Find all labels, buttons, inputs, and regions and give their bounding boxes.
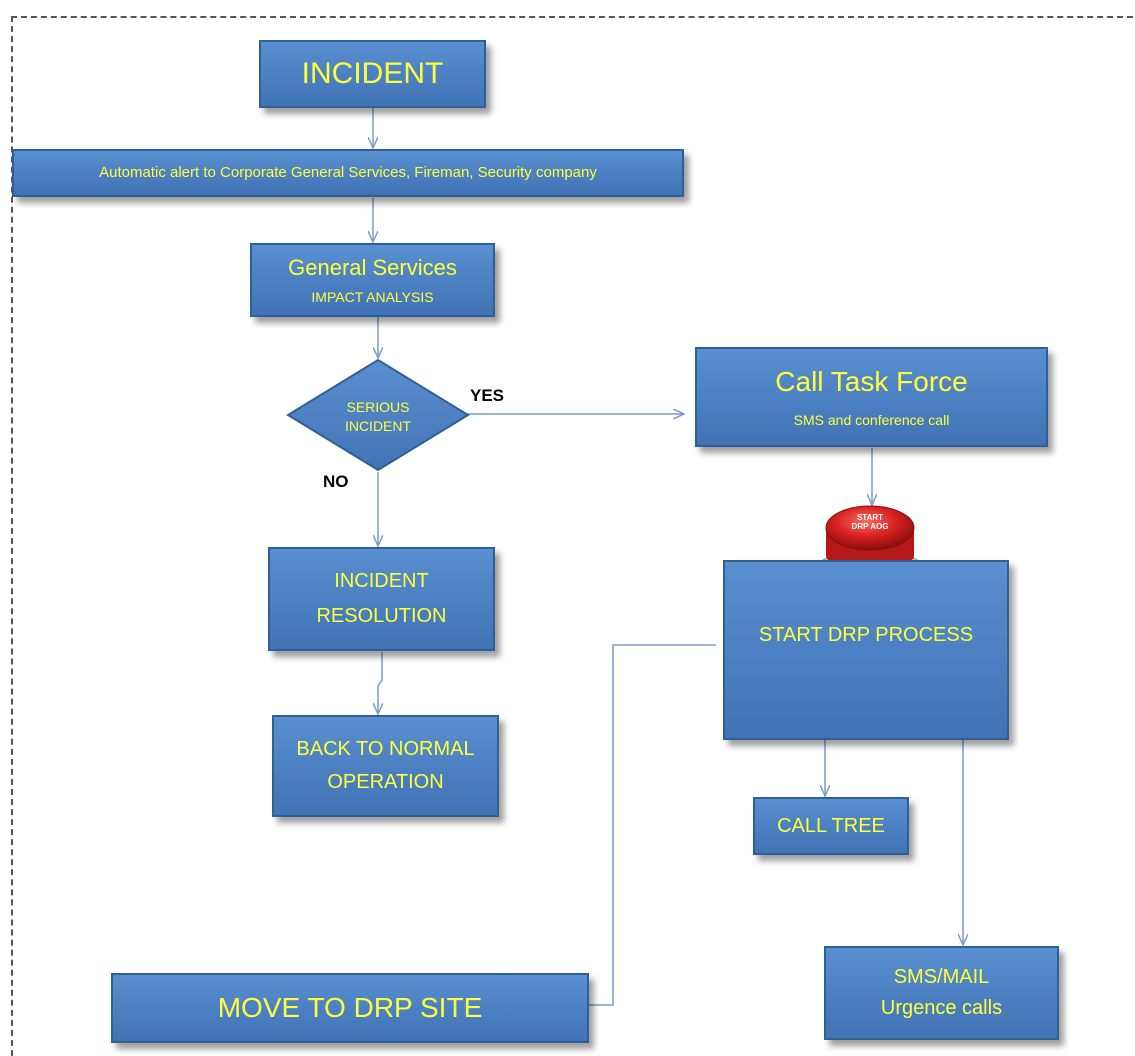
general-services-subtitle: IMPACT ANALYSIS xyxy=(311,288,434,305)
task-force-title: Call Task Force xyxy=(775,365,968,397)
yes-label: YES xyxy=(470,386,505,405)
incident-label: INCIDENT xyxy=(301,56,444,90)
move-to-drp-site-label: MOVE TO DRP SITE xyxy=(217,991,483,1023)
resolution-box: INCIDENT RESOLUTION xyxy=(268,547,495,651)
back-to-normal-line2: OPERATION xyxy=(327,771,444,793)
sms-mail-line2: Urgence calls xyxy=(880,997,1003,1019)
drp-process-box: START DRP PROCESS xyxy=(723,560,1009,740)
call-tree-box: CALL TREE xyxy=(753,797,909,855)
general-services-box: General Services IMPACT ANALYSIS xyxy=(250,243,495,317)
call-tree-label: CALL TREE xyxy=(777,814,885,837)
start-button-text: START DRP AOG xyxy=(830,513,910,532)
alert-box: Automatic alert to Corporate General Ser… xyxy=(12,149,684,197)
alert-label: Automatic alert to Corporate General Ser… xyxy=(99,164,597,182)
diagram-frame xyxy=(11,16,1133,1056)
edge-resolution-back xyxy=(378,652,382,714)
decision-text: SERIOUS INCIDENT xyxy=(318,398,438,436)
drp-process-label: START DRP PROCESS xyxy=(758,624,974,646)
task-force-subtitle: SMS and conference call xyxy=(793,412,950,429)
sms-mail-line1: SMS/MAIL xyxy=(893,966,990,988)
start-button-line1: START xyxy=(856,513,884,522)
back-to-normal-line1: BACK TO NORMAL xyxy=(296,738,475,760)
decision-line1: SERIOUS xyxy=(346,399,410,415)
task-force-box: Call Task Force SMS and conference call xyxy=(695,347,1048,447)
resolution-line2: RESOLUTION xyxy=(316,605,447,627)
move-to-drp-site-box: MOVE TO DRP SITE xyxy=(111,973,589,1043)
start-button-line2: DRP AOG xyxy=(851,521,889,531)
general-services-title: General Services xyxy=(288,255,457,281)
incident-box: INCIDENT xyxy=(259,40,486,108)
back-to-normal-box: BACK TO NORMAL OPERATION xyxy=(272,715,499,817)
resolution-line1: INCIDENT xyxy=(334,570,429,592)
edge-drp-movesite xyxy=(589,644,716,1006)
decision-diamond xyxy=(286,358,470,472)
no-label: NO xyxy=(323,472,349,491)
sms-mail-box: SMS/MAIL Urgence calls xyxy=(824,946,1059,1040)
decision-line2: INCIDENT xyxy=(344,417,412,434)
